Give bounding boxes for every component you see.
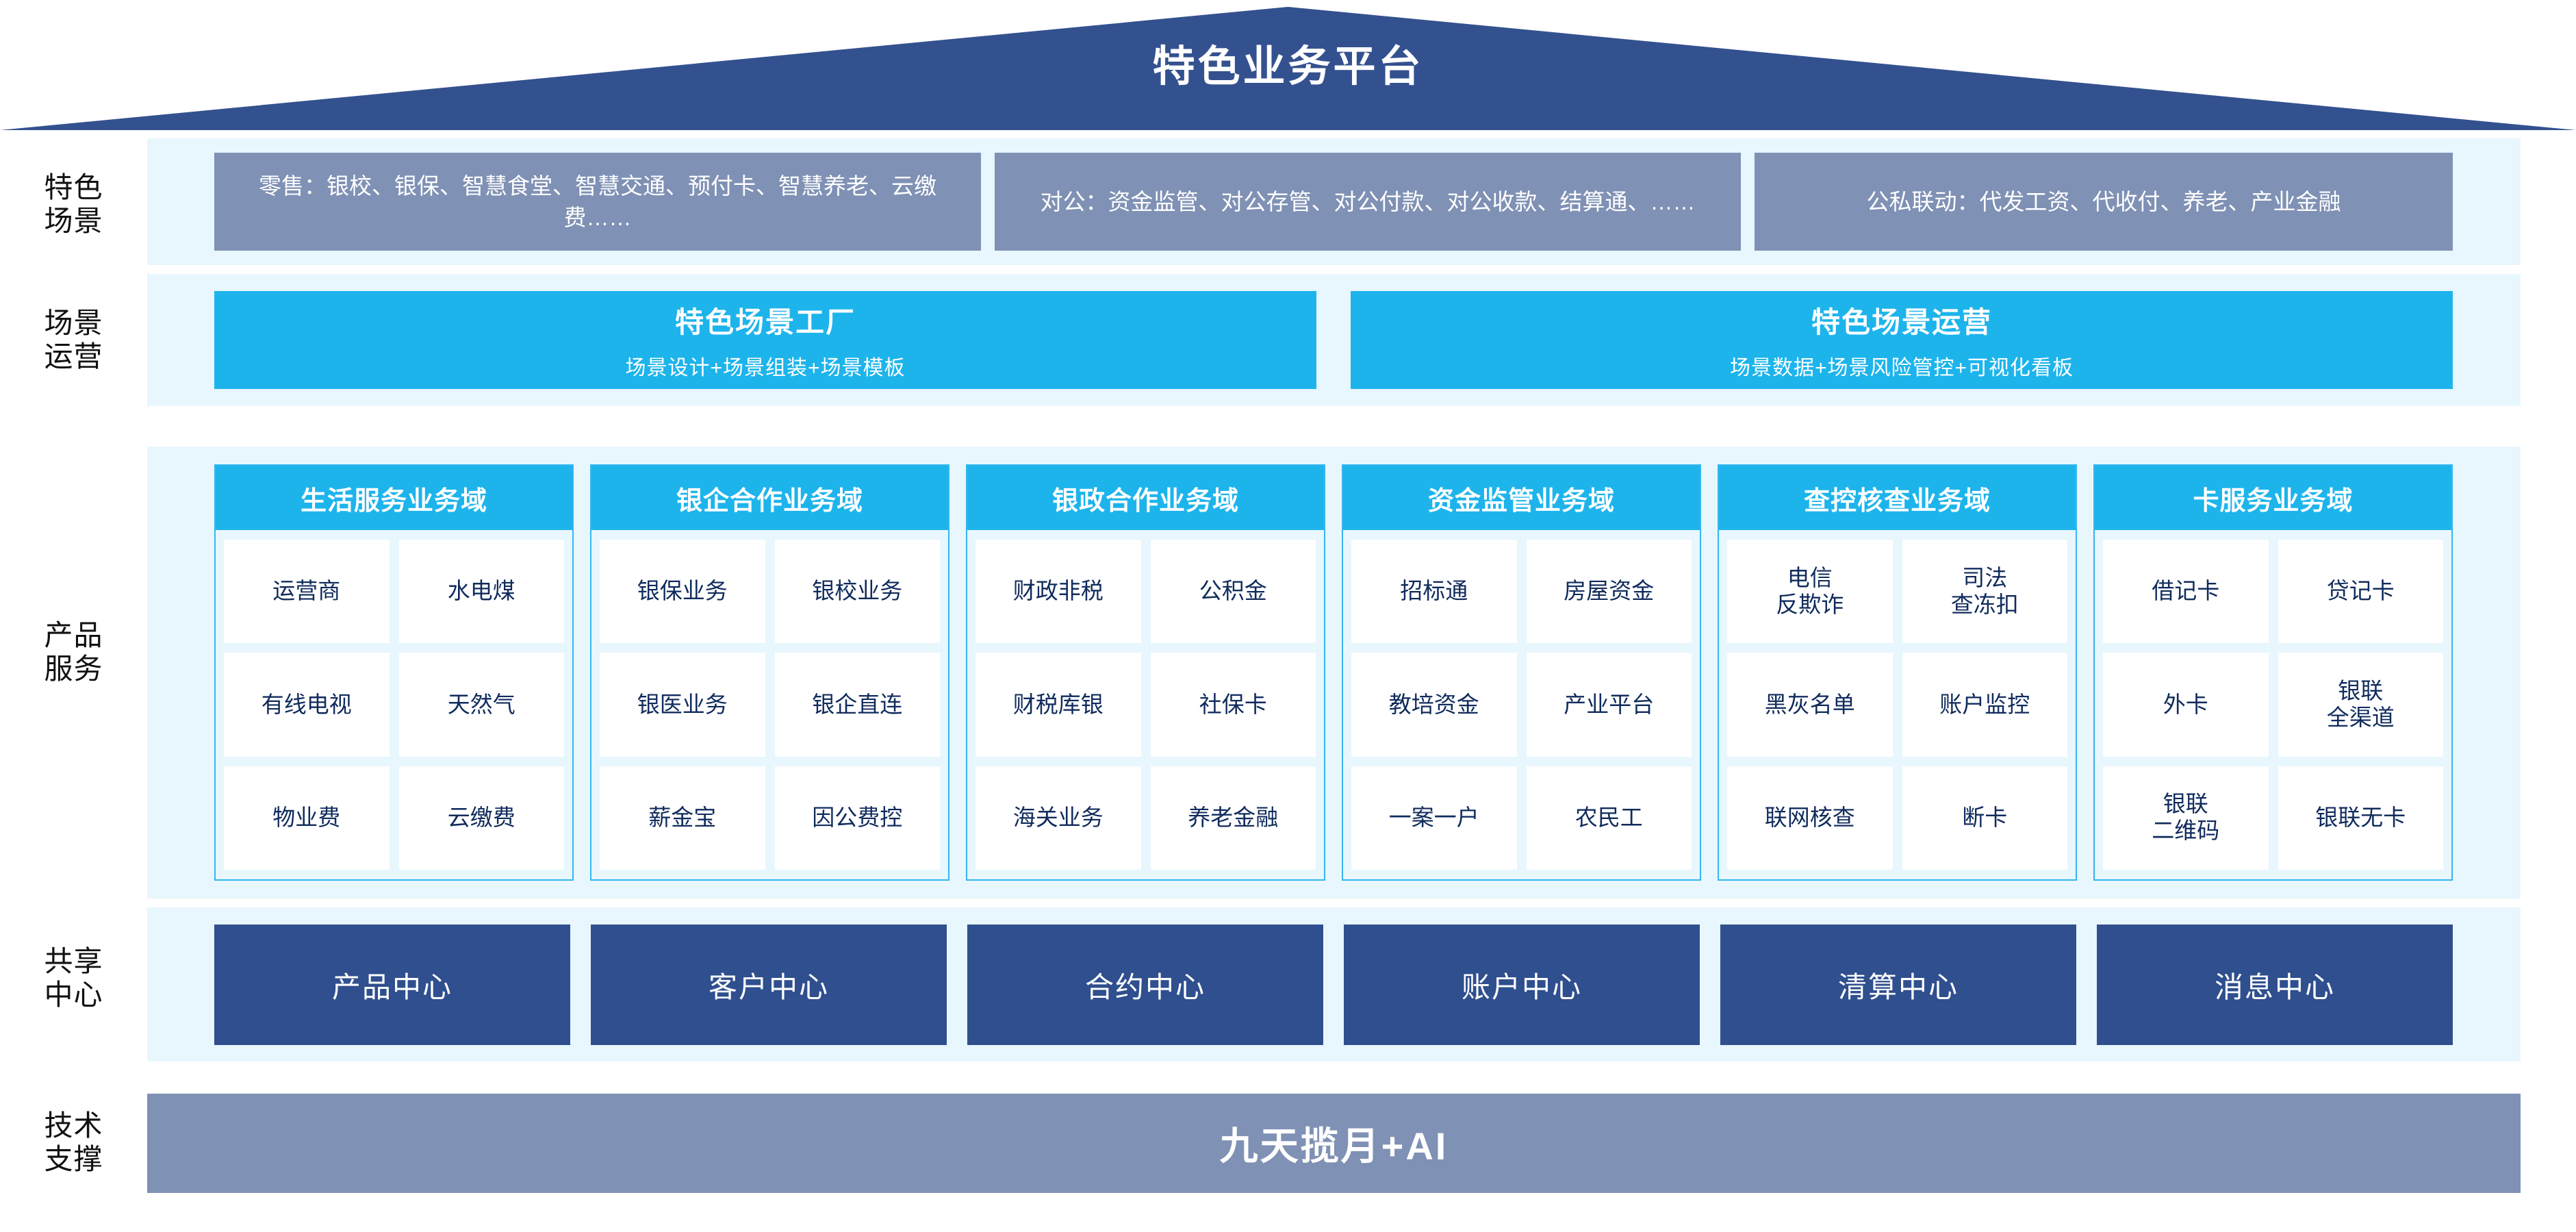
product-cell[interactable]: 产业平台 bbox=[1526, 653, 1692, 757]
shared-center-product[interactable]: 产品中心 bbox=[214, 925, 570, 1045]
tech-support-label: 九天揽月+AI bbox=[1219, 1124, 1449, 1168]
product-cell[interactable]: 一案一户 bbox=[1351, 766, 1517, 870]
product-column-card-service[interactable]: 卡服务业务域 借记卡 贷记卡 外卡 银联 全渠道 银联 二维码 银联无卡 bbox=[2093, 464, 2453, 881]
rail-label-product: 产品 服务 bbox=[44, 619, 103, 685]
rail-label-tech: 技术 支撑 bbox=[44, 1109, 103, 1175]
operation-subtitle: 场景数据+场景风险管控+可视化看板 bbox=[1729, 357, 2074, 379]
scenario-row: 零售：银校、银保、智慧食堂、智慧交通、预付卡、智慧养老、云缴费…… 对公：资金监… bbox=[214, 153, 2453, 251]
product-cell[interactable]: 水电煤 bbox=[398, 540, 564, 644]
product-column-title: 生活服务业务域 bbox=[216, 466, 572, 530]
product-column-title: 资金监管业务域 bbox=[1343, 466, 1700, 530]
scenario-box-corporate[interactable]: 对公：资金监管、对公存管、对公付款、对公收款、结算通、…… bbox=[995, 153, 1741, 251]
shared-center-account[interactable]: 账户中心 bbox=[1344, 925, 1700, 1045]
product-cell[interactable]: 银联 全渠道 bbox=[2278, 653, 2443, 757]
product-column-bank-government[interactable]: 银政合作业务域 财政非税 公积金 财税库银 社保卡 海关业务 养老金融 bbox=[966, 464, 1325, 881]
product-cell-grid: 银保业务 银校业务 银医业务 银企直连 薪金宝 因公费控 bbox=[591, 530, 948, 879]
product-cell-grid: 电信 反欺诈 司法 查冻扣 黑灰名单 账户监控 联网核查 断卡 bbox=[1719, 530, 2076, 879]
product-cell[interactable]: 海关业务 bbox=[975, 766, 1141, 870]
product-cell[interactable]: 银校业务 bbox=[774, 540, 940, 644]
product-column-title: 银企合作业务域 bbox=[591, 466, 948, 530]
product-cell[interactable]: 联网核查 bbox=[1727, 766, 1893, 870]
tech-support-bar bbox=[147, 1094, 2521, 1193]
scenario-box-public-private[interactable]: 公私联动：代发工资、代收付、养老、产业金融 bbox=[1755, 153, 2453, 251]
product-column-title: 银政合作业务域 bbox=[967, 466, 1324, 530]
product-cell[interactable]: 运营商 bbox=[224, 540, 390, 644]
product-cell-grid: 财政非税 公积金 财税库银 社保卡 海关业务 养老金融 bbox=[967, 530, 1324, 879]
shared-center-contract[interactable]: 合约中心 bbox=[967, 925, 1323, 1045]
operation-box-scene-factory[interactable]: 特色场景工厂 场景设计+场景组装+场景模板 bbox=[214, 291, 1316, 389]
product-cell[interactable]: 断卡 bbox=[1902, 766, 2067, 870]
product-cell[interactable]: 养老金融 bbox=[1150, 766, 1316, 870]
product-cell-grid: 运营商 水电煤 有线电视 天然气 物业费 云缴费 bbox=[216, 530, 572, 879]
operation-title: 特色场景运营 bbox=[1811, 306, 1992, 338]
product-cell[interactable]: 教培资金 bbox=[1351, 653, 1517, 757]
shared-center-customer[interactable]: 客户中心 bbox=[591, 925, 947, 1045]
product-cell[interactable]: 银联 二维码 bbox=[2103, 766, 2269, 870]
product-cell[interactable]: 招标通 bbox=[1351, 540, 1517, 644]
product-cell[interactable]: 借记卡 bbox=[2103, 540, 2269, 644]
product-cell[interactable]: 黑灰名单 bbox=[1727, 653, 1893, 757]
product-cell[interactable]: 天然气 bbox=[398, 653, 564, 757]
product-cell[interactable]: 贷记卡 bbox=[2278, 540, 2443, 644]
product-cell[interactable]: 银医业务 bbox=[600, 653, 765, 757]
shared-center-clearing[interactable]: 清算中心 bbox=[1720, 925, 2076, 1045]
platform-roof: 特色业务平台 bbox=[0, 0, 2576, 137]
product-cell[interactable]: 银企直连 bbox=[774, 653, 940, 757]
product-cell-grid: 招标通 房屋资金 教培资金 产业平台 一案一户 农民工 bbox=[1343, 530, 1700, 879]
operation-row: 特色场景工厂 场景设计+场景组装+场景模板 特色场景运营 场景数据+场景风险管控… bbox=[214, 291, 2453, 389]
product-column-fund-supervision[interactable]: 资金监管业务域 招标通 房屋资金 教培资金 产业平台 一案一户 农民工 bbox=[1342, 464, 1701, 881]
product-column-title: 卡服务业务域 bbox=[2095, 466, 2451, 530]
operation-subtitle: 场景设计+场景组装+场景模板 bbox=[625, 357, 906, 379]
product-column-title: 查控核查业务域 bbox=[1719, 466, 2076, 530]
product-cell[interactable]: 社保卡 bbox=[1150, 653, 1316, 757]
operation-title: 特色场景工厂 bbox=[674, 306, 856, 338]
rail-label-shared: 共享 中心 bbox=[44, 945, 103, 1011]
product-cell[interactable]: 银联无卡 bbox=[2278, 766, 2443, 870]
scenario-box-retail[interactable]: 零售：银校、银保、智慧食堂、智慧交通、预付卡、智慧养老、云缴费…… bbox=[214, 153, 981, 251]
platform-title: 特色业务平台 bbox=[1152, 43, 1424, 90]
product-cell[interactable]: 薪金宝 bbox=[600, 766, 765, 870]
row-label-rail: 特色 场景 场景 运营 产品 服务 共享 中心 技术 支撑 bbox=[0, 0, 147, 1232]
product-cell[interactable]: 财政非税 bbox=[975, 540, 1141, 644]
product-cell[interactable]: 公积金 bbox=[1150, 540, 1316, 644]
product-column-bank-enterprise[interactable]: 银企合作业务域 银保业务 银校业务 银医业务 银企直连 薪金宝 因公费控 bbox=[590, 464, 949, 881]
product-column-investigation-control[interactable]: 查控核查业务域 电信 反欺诈 司法 查冻扣 黑灰名单 账户监控 联网核查 断卡 bbox=[1718, 464, 2077, 881]
product-cell[interactable]: 外卡 bbox=[2103, 653, 2269, 757]
shared-center-message[interactable]: 消息中心 bbox=[2097, 925, 2453, 1045]
product-cell[interactable]: 因公费控 bbox=[774, 766, 940, 870]
product-cell[interactable]: 财税库银 bbox=[975, 653, 1141, 757]
rail-label-ops: 场景 运营 bbox=[44, 307, 103, 373]
shared-center-row: 产品中心 客户中心 合约中心 账户中心 清算中心 消息中心 bbox=[214, 925, 2453, 1045]
product-cell[interactable]: 司法 查冻扣 bbox=[1902, 540, 2067, 644]
product-cell[interactable]: 房屋资金 bbox=[1526, 540, 1692, 644]
product-cell[interactable]: 电信 反欺诈 bbox=[1727, 540, 1893, 644]
roof-triangle-icon bbox=[0, 7, 2576, 130]
product-cell[interactable]: 物业费 bbox=[224, 766, 390, 870]
product-cell[interactable]: 农民工 bbox=[1526, 766, 1692, 870]
product-cell[interactable]: 银保业务 bbox=[600, 540, 765, 644]
product-cell[interactable]: 账户监控 bbox=[1902, 653, 2067, 757]
product-column-life-service[interactable]: 生活服务业务域 运营商 水电煤 有线电视 天然气 物业费 云缴费 bbox=[214, 464, 574, 881]
product-domain-row: 生活服务业务域 运营商 水电煤 有线电视 天然气 物业费 云缴费 银企合作业务域… bbox=[214, 464, 2453, 881]
product-cell-grid: 借记卡 贷记卡 外卡 银联 全渠道 银联 二维码 银联无卡 bbox=[2095, 530, 2451, 879]
product-cell[interactable]: 有线电视 bbox=[224, 653, 390, 757]
operation-box-scene-operation[interactable]: 特色场景运营 场景数据+场景风险管控+可视化看板 bbox=[1351, 291, 2453, 389]
rail-label-scene: 特色 场景 bbox=[44, 171, 103, 237]
product-cell[interactable]: 云缴费 bbox=[398, 766, 564, 870]
